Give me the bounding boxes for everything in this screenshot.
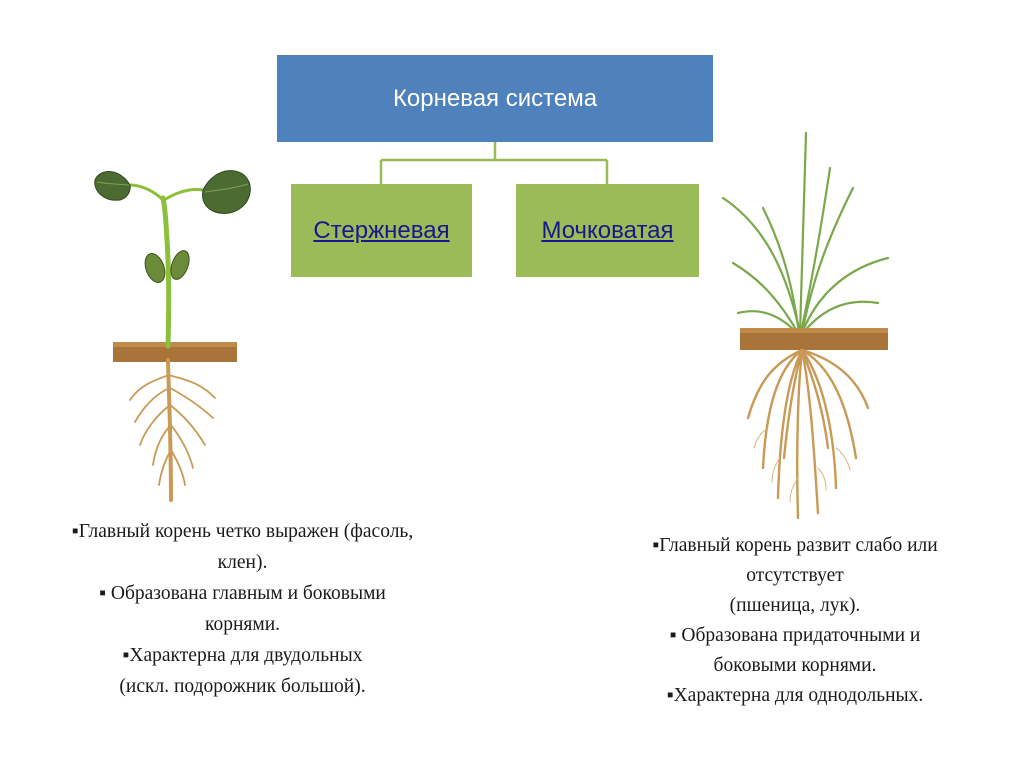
fibrous-root-description: ▪Главный корень развит слабо или отсутст… bbox=[590, 531, 1000, 711]
left-leaf bbox=[94, 171, 131, 201]
fibrous-roots bbox=[746, 348, 870, 520]
taproot-line-1: ▪Главный корень четко выражен (фасоль, bbox=[71, 521, 414, 542]
taproot-line-5: ▪Характерна для двудольных bbox=[122, 645, 363, 666]
taproot-line-6: (искл. подорожник большой). bbox=[119, 676, 366, 697]
fibrous-line-6: ▪Характерна для однодольных. bbox=[666, 685, 924, 706]
fibrous-root-link[interactable]: Мочковатая bbox=[541, 216, 674, 244]
fibrous-line-3: (пшеница, лук). bbox=[729, 595, 861, 616]
taproot-box[interactable]: Стержневая bbox=[291, 184, 472, 277]
fibrous-line-4: ▪ Образована придаточными и bbox=[669, 625, 921, 646]
fibrous-root-box[interactable]: Мочковатая bbox=[516, 184, 699, 277]
root-system-box: Корневая система bbox=[277, 55, 713, 142]
right-leaf bbox=[202, 170, 251, 214]
fibrous-line-1: ▪Главный корень развит слабо или bbox=[652, 535, 938, 556]
taproot-line-4: корнями. bbox=[204, 614, 281, 635]
fibrous-line-5: боковыми корнями. bbox=[713, 655, 877, 676]
taproot-line-3: ▪ Образована главным и боковыми bbox=[99, 583, 386, 604]
cotyledon-right bbox=[170, 250, 190, 280]
lateral-roots bbox=[129, 374, 216, 486]
taproot bbox=[166, 358, 173, 502]
taproot-link[interactable]: Стержневая bbox=[313, 216, 450, 244]
taproot-description: ▪Главный корень четко выражен (фасоль, к… bbox=[0, 516, 485, 702]
taproot-line-2: клен). bbox=[217, 552, 268, 573]
grass-blades bbox=[721, 131, 890, 335]
seedling-stem bbox=[160, 195, 172, 349]
bean-seedling-illustration bbox=[94, 170, 251, 502]
cotyledon-left bbox=[144, 253, 166, 283]
root-system-label: Корневая система bbox=[392, 84, 598, 112]
grass-fibrous-illustration bbox=[721, 131, 890, 520]
fibrous-line-2: отсутствует bbox=[746, 565, 844, 586]
soil-strip-right bbox=[740, 328, 888, 350]
